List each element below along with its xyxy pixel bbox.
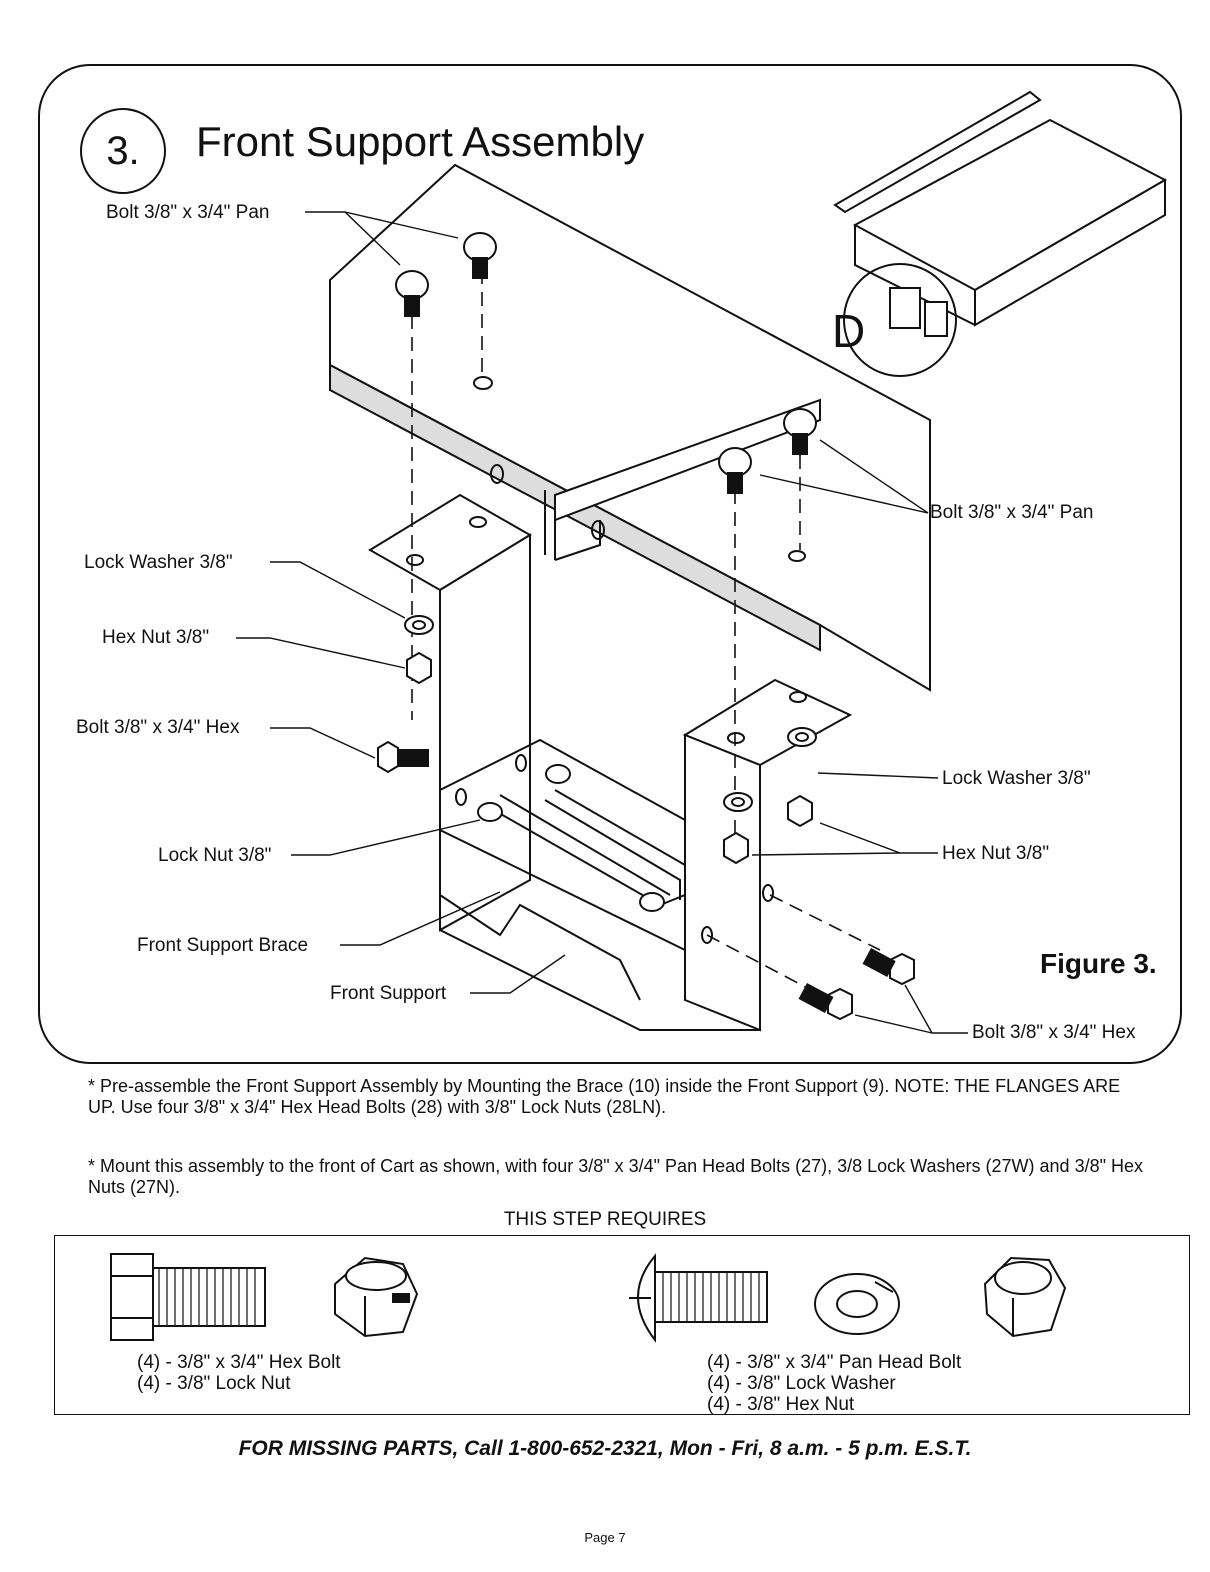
requirement-item: (4) - 3/8" Lock Nut <box>137 1373 291 1394</box>
hex-bolt-icon <box>110 1253 266 1341</box>
requirement-item: (4) - 3/8" x 3/4" Hex Bolt <box>137 1352 341 1373</box>
requirement-item: (4) - 3/8" Lock Washer <box>707 1373 896 1394</box>
pan-head-bolt-icon <box>629 1253 768 1343</box>
inset-label: D <box>832 305 866 357</box>
step-number: 3. <box>106 129 140 173</box>
requirement-item: (4) - 3/8" Hex Nut <box>707 1394 855 1415</box>
callout-lock-nut: Lock Nut 3/8" <box>158 845 272 866</box>
missing-parts-notice: FOR MISSING PARTS, Call 1-800-652-2321, … <box>238 1437 972 1460</box>
step-number-circle: 3. <box>80 108 166 194</box>
callout-lock-washer-right: Lock Washer 3/8" <box>942 768 1091 789</box>
callout-front-support-brace: Front Support Brace <box>137 935 309 956</box>
callout-bolt-hex-right: Bolt 3/8" x 3/4" Hex <box>972 1022 1136 1043</box>
pan-head-bolts <box>395 232 817 494</box>
requirements-left-list: (4) - 3/8" x 3/4" Hex Bolt (4) - 3/8" Lo… <box>137 1352 341 1394</box>
hex-nut-icon <box>983 1256 1067 1338</box>
requirements-title: THIS STEP REQUIRES <box>503 1209 707 1230</box>
callout-front-support: Front Support <box>330 983 447 1004</box>
cart-pan <box>329 163 931 692</box>
figure-frame <box>38 64 1182 1064</box>
washers-and-nuts <box>404 615 817 912</box>
requirement-item: (4) - 3/8" x 3/4" Pan Head Bolt <box>707 1352 962 1373</box>
step-title: Front Support Assembly <box>196 118 645 165</box>
requirements-box: (4) - 3/8" x 3/4" Hex Bolt (4) - 3/8" Lo… <box>54 1235 1190 1415</box>
callout-lock-washer-left: Lock Washer 3/8" <box>84 552 233 573</box>
lock-washer-icon <box>814 1273 900 1335</box>
callout-hex-nut-left: Hex Nut 3/8" <box>102 627 210 648</box>
page-number: Page 7 <box>584 1530 626 1545</box>
leader-lines <box>236 211 968 1034</box>
figure-label: Figure 3. <box>1040 948 1157 979</box>
instruction-note-1: * Pre-assemble the Front Support Assembl… <box>88 1076 1121 1117</box>
callout-bolt-pan-top: Bolt 3/8" x 3/4" Pan <box>106 202 270 223</box>
callout-hex-nut-right: Hex Nut 3/8" <box>942 843 1050 864</box>
callout-bolt-pan-right: Bolt 3/8" x 3/4" Pan <box>930 502 1094 523</box>
assembly-drawing <box>236 90 1168 1034</box>
lock-nut-icon <box>334 1256 419 1338</box>
instruction-note-2: * Mount this assembly to the front of Ca… <box>88 1156 1143 1197</box>
requirements-right-list: (4) - 3/8" x 3/4" Pan Head Bolt (4) - 3/… <box>707 1352 961 1415</box>
callout-bolt-hex-left: Bolt 3/8" x 3/4" Hex <box>76 717 240 738</box>
inset-detail <box>833 90 1168 377</box>
hardware-icons <box>110 1253 1067 1343</box>
hex-bolts <box>377 740 915 1021</box>
